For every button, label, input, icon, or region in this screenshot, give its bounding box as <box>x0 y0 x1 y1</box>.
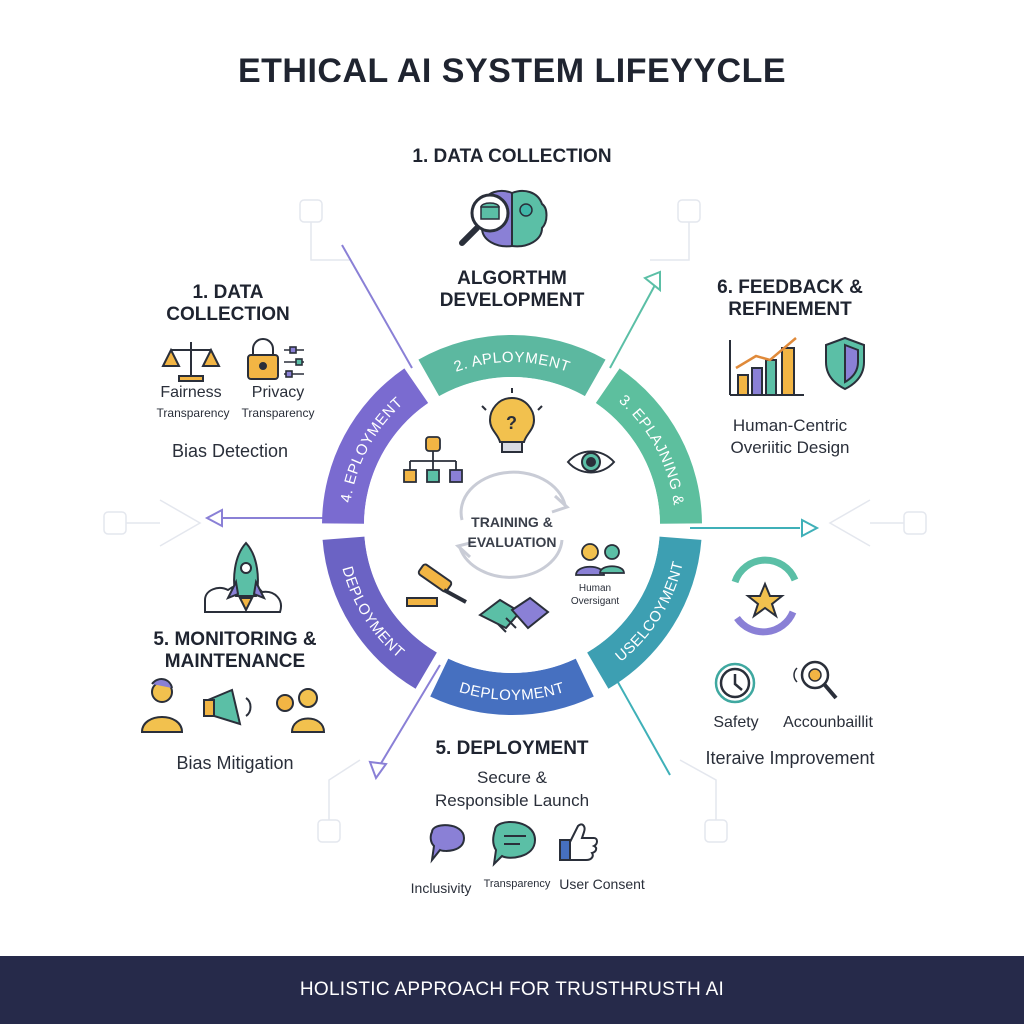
ring-segment-6 <box>322 368 429 524</box>
left-top-heading: 1. DATA COLLECTION <box>128 282 328 327</box>
spoke-lower-left <box>379 664 441 766</box>
accountability-label: Accounbaillit <box>783 714 873 731</box>
algorithm-development-heading: ALGORTHM DEVELOPMENT <box>362 268 662 313</box>
magnifier-icon <box>793 660 838 700</box>
ring-segment-1 <box>418 334 606 397</box>
human-oversight-line2: Oversigant <box>570 596 620 607</box>
arrow-upper-right <box>643 270 661 293</box>
ring-segment-3 <box>587 536 702 689</box>
left-bottom-heading: 5. MONITORING & MAINTENANCE <box>120 629 350 674</box>
cycle-arrows-icon <box>454 470 570 579</box>
safety-label: Safety <box>713 714 759 731</box>
center-label-line1: TRAINING & <box>471 514 553 530</box>
background-connectors <box>103 199 927 843</box>
right-top-heading-line1: 6. FEEDBACK & <box>717 277 863 298</box>
shield-icon <box>825 336 865 391</box>
secure-launch-line1: Secure & <box>477 768 547 787</box>
rocket-icon <box>204 541 282 613</box>
transparency-sublabel-1: Transparency <box>156 406 230 420</box>
bottom-heading: 5. DEPLOYMENT <box>435 738 589 759</box>
secure-launch-line2: Responsible Launch <box>434 790 590 810</box>
svg-text:?: ? <box>506 413 517 433</box>
left-bottom-heading-line2: MAINTENANCE <box>164 651 306 673</box>
star-cycle-icon <box>731 556 799 636</box>
ring-segment-2 <box>595 368 702 524</box>
megaphone-icon <box>203 688 252 726</box>
algorithm-heading-line1: ALGORTHM <box>457 268 567 289</box>
right-top-heading-line2: REFINEMENT <box>728 299 852 321</box>
spoke-upper-right <box>609 284 656 369</box>
lightbulb-icon: ? <box>481 388 543 453</box>
transparency-label: Transparency <box>483 878 551 890</box>
privacy-label: Privacy <box>251 384 305 401</box>
gavel-icon <box>406 563 467 607</box>
footer-text: HOLISTIC APPROACH FOR TRUSTHRUSTH AI <box>299 979 725 1000</box>
chat-bubble-icon <box>429 824 466 864</box>
sliders-icon <box>284 346 304 378</box>
footer-banner: HOLISTIC APPROACH FOR TRUSTHRUSTH AI <box>0 956 1024 1024</box>
left-top-heading-line1: 1. DATA <box>192 282 264 303</box>
page-title: ETHICAL AI SYSTEM LIFEYYCLE <box>237 52 787 90</box>
left-top-heading-line2: COLLECTION <box>166 304 290 326</box>
bias-detection-label: Bias Detection <box>171 441 289 461</box>
fairness-label: Fairness <box>160 384 222 401</box>
message-icon <box>492 820 537 867</box>
arrow-lower-left <box>368 760 388 781</box>
ring-segment-5 <box>322 536 437 689</box>
transparency-sublabel-2: Transparency <box>241 406 315 420</box>
arrow-left <box>204 508 223 528</box>
lock-icon <box>247 338 279 380</box>
right-top-heading: 6. FEEDBACK & REFINEMENT <box>690 277 890 322</box>
growth-chart-icon <box>729 337 804 396</box>
center-label-line2: EVALUATION <box>467 533 557 550</box>
iterative-improvement-label: Iteraive Improvement <box>705 748 875 768</box>
hierarchy-icon <box>403 436 463 483</box>
secure-launch-caption: Secure & Responsible Launch <box>362 767 662 813</box>
thumbs-up-icon <box>559 823 598 861</box>
arrow-right <box>801 518 820 538</box>
magnifier-brain-icon <box>459 189 548 248</box>
center-label: TRAINING & EVALUATION <box>437 513 587 552</box>
spoke-lower-right <box>609 667 671 776</box>
handshake-icon <box>478 596 550 633</box>
algorithm-heading-line2: DEVELOPMENT <box>439 290 585 312</box>
human-centric-line2: Overiitic Design <box>730 438 850 458</box>
top-heading: 1. DATA COLLECTION <box>412 146 612 167</box>
human-centric-line1: Human-Centric <box>732 416 848 435</box>
user-consent-label: User Consent <box>559 876 645 892</box>
eye-icon <box>566 450 616 474</box>
bias-mitigation-label: Bias Mitigation <box>176 753 294 773</box>
spoke-arrows <box>204 244 820 781</box>
left-bottom-heading-line1: 5. MONITORING & <box>153 629 317 650</box>
person-gear-icon <box>276 688 326 733</box>
clock-icon <box>714 662 756 704</box>
human-oversight-line1: Human <box>578 583 612 594</box>
human-centric-caption: Human-Centric Overiitic Design <box>690 415 890 459</box>
ring-segment-4 <box>430 658 594 715</box>
scales-icon <box>161 342 221 382</box>
human-oversight-icon <box>575 543 625 576</box>
human-oversight-label: Human Oversigant <box>560 582 630 608</box>
person-icon <box>140 678 184 733</box>
spoke-upper-left <box>341 244 413 369</box>
inclusivity-label: Inclusivity <box>410 880 472 896</box>
